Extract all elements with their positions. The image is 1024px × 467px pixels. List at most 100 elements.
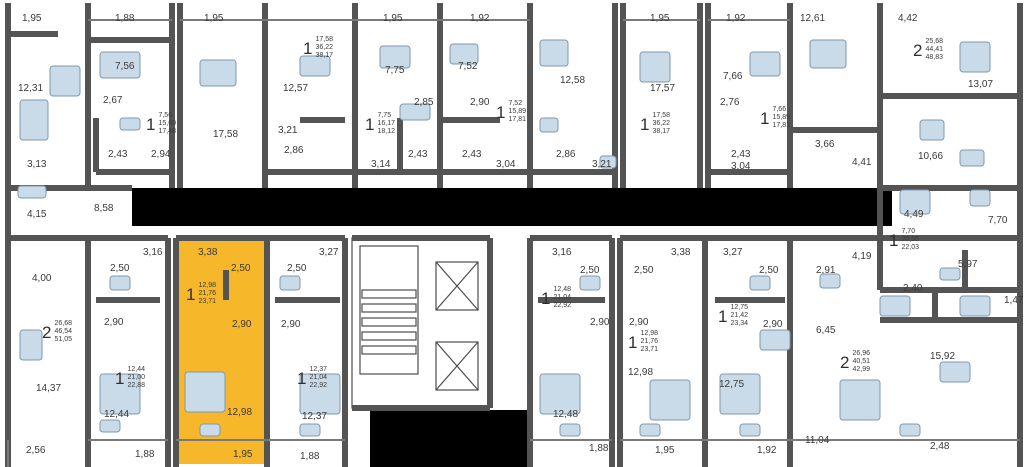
- room-area-label: 3,27: [319, 247, 339, 258]
- room-count: 1: [115, 368, 125, 388]
- room-count: 1: [718, 306, 728, 326]
- room-area-label: 2,91: [816, 265, 836, 276]
- furniture-symbol: [199, 59, 237, 87]
- area-value: 22,92: [309, 382, 327, 390]
- area-value: 17,58: [315, 36, 333, 43]
- area-value: 22,88: [127, 382, 145, 390]
- area-value: 23,71: [198, 298, 216, 306]
- room-area-label: 3,16: [552, 247, 572, 258]
- furniture-symbol: [19, 329, 43, 361]
- furniture-symbol: [919, 119, 945, 141]
- room-count: 2: [840, 352, 850, 372]
- room-area-label: 2,50: [759, 265, 779, 276]
- room-area-label: 12,98: [628, 367, 654, 378]
- furniture-symbol: [639, 51, 671, 83]
- room-area-label: 13,07: [968, 79, 994, 90]
- furniture-symbol: [299, 55, 331, 77]
- room-count: 1: [640, 114, 650, 134]
- area-value: 23,34: [730, 320, 748, 328]
- area-value: 12,44: [127, 366, 145, 373]
- room-area-label: 12,48: [553, 409, 579, 420]
- room-area-label: 17,57: [650, 83, 676, 94]
- furniture-symbol: [299, 423, 321, 437]
- room-area-label: 2,50: [287, 263, 307, 274]
- area-value: 44,41: [925, 46, 943, 54]
- room-area-label: 2,94: [151, 149, 171, 160]
- room-area-label: 2,67: [103, 95, 123, 106]
- area-value: 40,51: [852, 358, 870, 366]
- furniture-symbol: [959, 41, 991, 73]
- furniture-symbol: [49, 65, 81, 97]
- furniture-symbol: [279, 275, 301, 291]
- furniture-symbol: [749, 51, 781, 77]
- area-value: 42,99: [852, 366, 870, 374]
- highlighted-apartment[interactable]: [176, 238, 267, 464]
- room-area-label: 3,13: [27, 159, 47, 170]
- room-area-label: 1,47: [1004, 295, 1024, 306]
- furniture-symbol: [879, 295, 911, 317]
- area-value: 12,37: [309, 366, 327, 373]
- furniture-symbol: [19, 99, 49, 141]
- furniture: [17, 39, 991, 437]
- furniture-symbol: [17, 185, 47, 199]
- area-value: 21,00: [127, 374, 145, 382]
- room-area-label: 2,90: [470, 97, 490, 108]
- room-area-label: 8,58: [94, 203, 114, 214]
- room-area-label: 1,88: [135, 449, 155, 460]
- furniture-symbol: [539, 117, 559, 133]
- furniture-symbol: [809, 39, 847, 69]
- balcony-rails: [7, 19, 1020, 467]
- furniture-symbol: [639, 423, 661, 437]
- area-value: 7,70: [901, 228, 916, 235]
- area-value: 21,76: [640, 338, 658, 346]
- room-area-label: 10,66: [918, 151, 944, 162]
- room-area-label: 3,04: [496, 159, 516, 170]
- room-area-label: 11,04: [805, 435, 830, 446]
- room-area-label: 14,37: [36, 383, 62, 394]
- furniture-symbol: [969, 189, 991, 207]
- room-area-label: 12,44: [104, 409, 130, 420]
- room-area-label: 1,92: [726, 13, 746, 24]
- room-area-label: 2,86: [556, 149, 576, 160]
- room-area-label: 12,61: [800, 13, 826, 24]
- room-area-label: 2,48: [930, 441, 950, 452]
- area-value: 25,68: [925, 38, 943, 45]
- furniture-symbol: [184, 371, 226, 413]
- room-area-label: 4,49: [904, 209, 924, 220]
- room-count: 1: [146, 114, 156, 134]
- room-area-label: 2,90: [763, 319, 783, 330]
- room-area-label: 1,95: [655, 445, 675, 456]
- furniture-symbol: [899, 423, 921, 437]
- room-area-label: 3,27: [723, 247, 743, 258]
- furniture-symbol: [819, 273, 841, 289]
- furniture-symbol: [539, 373, 581, 415]
- room-count: 1: [297, 368, 307, 388]
- room-area-label: 12,37: [302, 411, 328, 422]
- room-area-label: 2,90: [281, 319, 301, 330]
- room-area-label: 2,43: [731, 149, 751, 160]
- area-value: 48,83: [925, 54, 943, 62]
